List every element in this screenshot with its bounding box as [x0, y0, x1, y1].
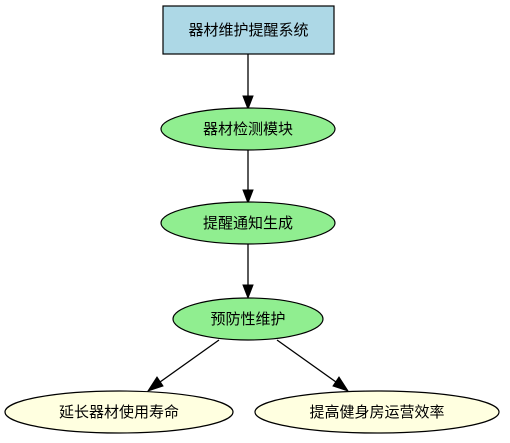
node-notify-shape	[160, 201, 336, 245]
edge-root-to-detect	[242, 54, 254, 111]
node-notify: 提醒通知生成	[160, 201, 336, 245]
node-maintain-label: 预防性维护	[210, 310, 285, 328]
node-detect-label: 器材检测模块	[203, 120, 293, 138]
node-lifespan: 延长器材使用寿命	[4, 390, 234, 434]
node-maintain-shape	[172, 297, 324, 341]
node-efficiency: 提高健身房运营效率	[254, 390, 500, 434]
node-notify-label: 提醒通知生成	[203, 214, 293, 232]
edge-notify-to-maintain	[242, 243, 254, 300]
node-detect: 器材检测模块	[160, 107, 336, 151]
node-maintain: 预防性维护	[172, 297, 324, 341]
edge-maintain-to-lifespan	[146, 339, 220, 392]
edge-maintain-to-efficiency	[276, 339, 350, 392]
node-efficiency-label: 提高健身房运营效率	[309, 403, 444, 421]
node-efficiency-shape	[254, 390, 500, 434]
node-lifespan-shape	[4, 390, 234, 434]
edges	[146, 54, 350, 392]
node-detect-shape	[160, 107, 336, 151]
edge-detect-to-notify	[242, 150, 254, 205]
node-root: 器材维护提醒系统	[162, 5, 335, 55]
node-lifespan-label: 延长器材使用寿命	[59, 403, 179, 421]
node-root-label: 器材维护提醒系统	[188, 21, 308, 39]
node-root-shape	[162, 5, 335, 55]
